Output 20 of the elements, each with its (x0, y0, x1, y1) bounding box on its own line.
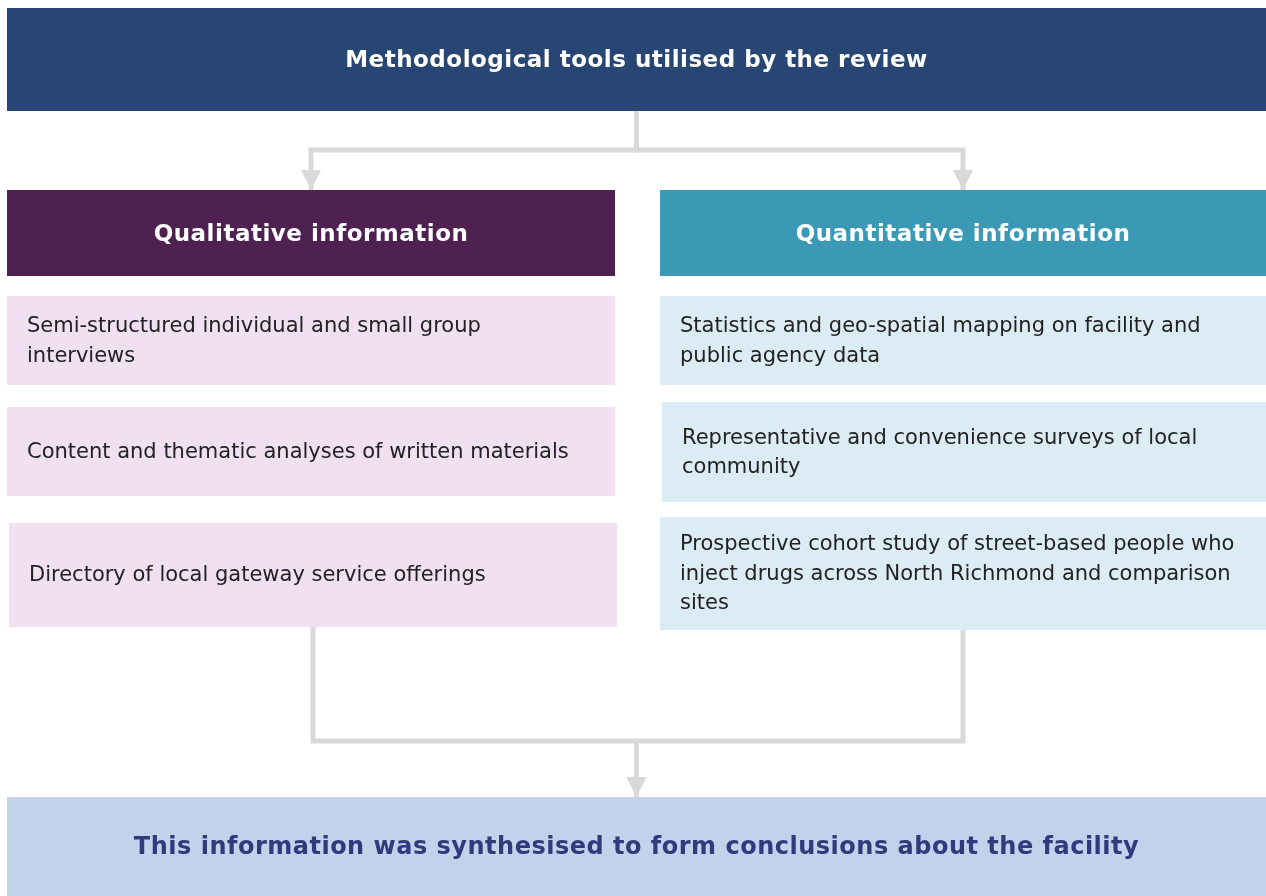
header-box (7, 190, 615, 276)
box-text: Statistics and geo-spatial mapping on facility and public agency data (680, 312, 1202, 369)
box-text: Qualitative information (153, 218, 469, 248)
banner-box (7, 8, 1266, 111)
header-box (660, 190, 1266, 276)
box-text: Quantitative information (795, 218, 1131, 248)
method-box (7, 296, 615, 385)
box-text: Content and thematic analyses of written materials (27, 437, 569, 465)
box-text: Representative and convenience surveys of local community (682, 423, 1199, 480)
method-box (660, 517, 1266, 630)
method-box (9, 523, 617, 627)
banner-box (7, 797, 1266, 896)
box-text: Semi-structured individual and small group interviews (27, 312, 482, 369)
box-text: Methodological tools utilised by the review (345, 45, 928, 75)
method-box (660, 296, 1266, 385)
box-text: Directory of local gateway service offerings (29, 561, 486, 589)
box-text: Prospective cohort study of street-based people who inject drugs across North Richmond and comparison sites (680, 530, 1236, 617)
box-text: This information was synthesised to form conclusions about the facility (133, 830, 1140, 862)
method-box (7, 407, 615, 496)
method-box (662, 402, 1266, 502)
